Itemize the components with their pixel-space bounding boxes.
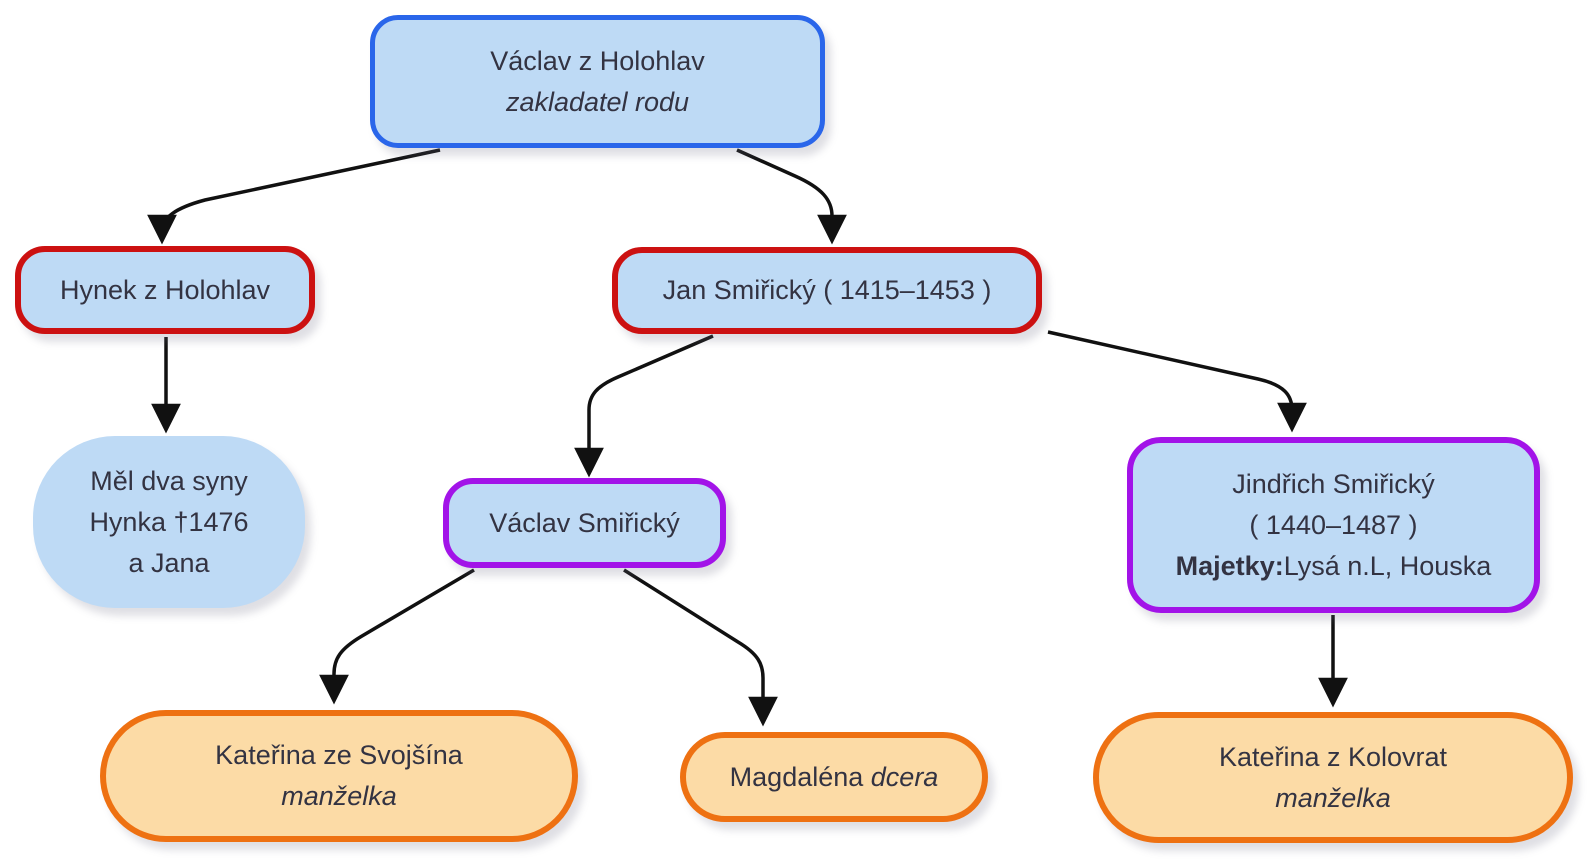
node-label-line: Václav z Holohlav — [490, 45, 705, 76]
node-label-line: ( 1440–1487 ) — [1249, 509, 1418, 540]
node-jan-smiricky: Jan Smiřický ( 1415–1453 ) — [612, 247, 1042, 334]
edge-vaclav-smiricky-to-katerina-svojsina — [319, 568, 475, 705]
node-label-line: Kateřina ze Svojšína — [215, 740, 463, 770]
node-label-line: Kateřina z Kolovrat — [1218, 741, 1448, 772]
node-label-line: zakladatel rodu — [505, 86, 690, 117]
node-label-line: Majetky:Lysá n.L, Houska — [1175, 550, 1492, 581]
node-label-line: manželka — [281, 781, 397, 811]
edge-jan-to-vaclav-smiricky — [574, 334, 714, 478]
node-label-line: Měl dva syny — [90, 465, 248, 496]
node-magdalena: Magdaléna dcera — [680, 732, 988, 822]
node-label-line: Magdaléna dcera — [729, 761, 939, 792]
node-jindrich-smiricky: Jindřich Smiřický ( 1440–1487 ) Majetky:Ly… — [1127, 437, 1540, 613]
node-label-line: manželka — [1275, 782, 1391, 813]
node-label-line: Hynka †1476 — [89, 506, 249, 537]
node-label-line: Václav Smiřický — [489, 507, 680, 538]
node-label-line: Jindřich Smiřický — [1232, 468, 1435, 499]
edge-vaclav-to-hynek — [147, 148, 441, 245]
node-hynek-z-holohlav: Hynek z Holohlav — [15, 246, 315, 334]
node-katerina-ze-svojsina: Kateřina ze Svojšína manželka — [100, 710, 578, 842]
edge-vaclav-smiricky-to-magdalena — [623, 568, 778, 727]
edge-vaclav-to-jan — [736, 148, 847, 245]
node-vaclav-z-holohlav: Václav z Holohlav zakladatel rodu — [370, 15, 825, 148]
node-vaclav-smiricky: Václav Smiřický — [443, 478, 726, 568]
edge-jan-to-jindrich — [1047, 330, 1307, 433]
node-label-line: Hynek z Holohlav — [59, 274, 271, 305]
node-katerina-z-kolovrat: Kateřina z Kolovrat manželka — [1093, 712, 1573, 843]
node-label-line: Jan Smiřický ( 1415–1453 ) — [662, 275, 992, 305]
node-label-line: a Jana — [128, 547, 210, 578]
